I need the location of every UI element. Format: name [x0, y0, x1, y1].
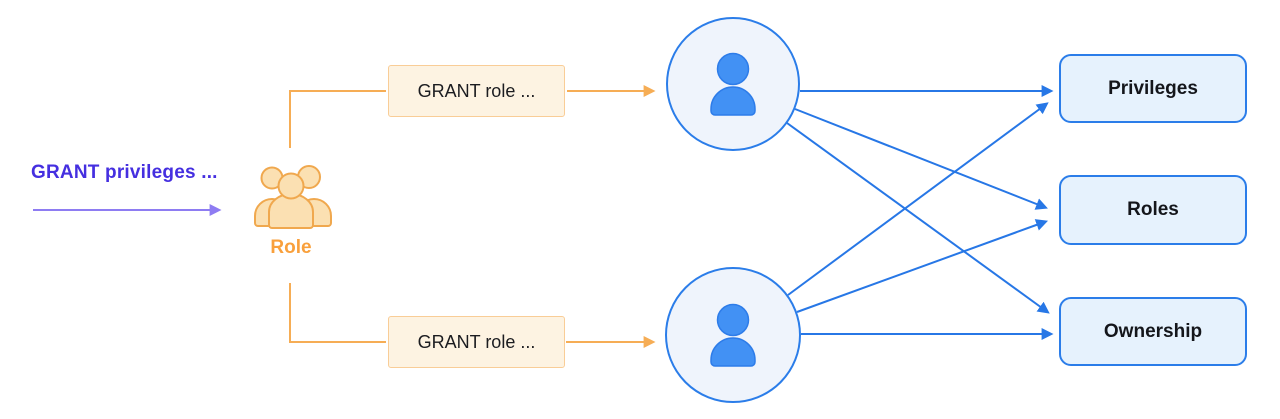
grant-role-box-top-label: GRANT role ... — [417, 80, 536, 101]
role-group-icon — [254, 165, 332, 229]
user-circle-top — [666, 17, 800, 151]
user-icon — [710, 52, 756, 116]
target-box-roles: Roles — [1059, 175, 1247, 245]
target-box-privileges: Privileges — [1059, 54, 1247, 123]
connector-role-to-top-box — [289, 90, 386, 148]
grant-role-box-top: GRANT role ... — [388, 65, 565, 117]
edge-user1-ownership — [786, 122, 1050, 314]
role-label: Role — [270, 237, 312, 258]
target-box-ownership-label: Ownership — [1103, 320, 1203, 342]
grant-role-box-bottom: GRANT role ... — [388, 316, 565, 368]
edge-user2-roles — [796, 219, 1049, 313]
connector-role-to-bottom-box — [289, 283, 386, 343]
user-circle-bottom — [665, 267, 801, 403]
grant-role-box-bottom-label: GRANT role ... — [417, 331, 536, 352]
user-icon — [710, 303, 756, 367]
target-box-roles-label: Roles — [1127, 199, 1179, 220]
grant-privileges-label: GRANT privileges ... — [31, 162, 218, 183]
edge-user2-privileges — [787, 102, 1049, 296]
target-box-ownership: Ownership — [1059, 297, 1247, 366]
target-box-privileges-label: Privileges — [1108, 77, 1198, 99]
edge-user1-roles — [794, 108, 1048, 210]
